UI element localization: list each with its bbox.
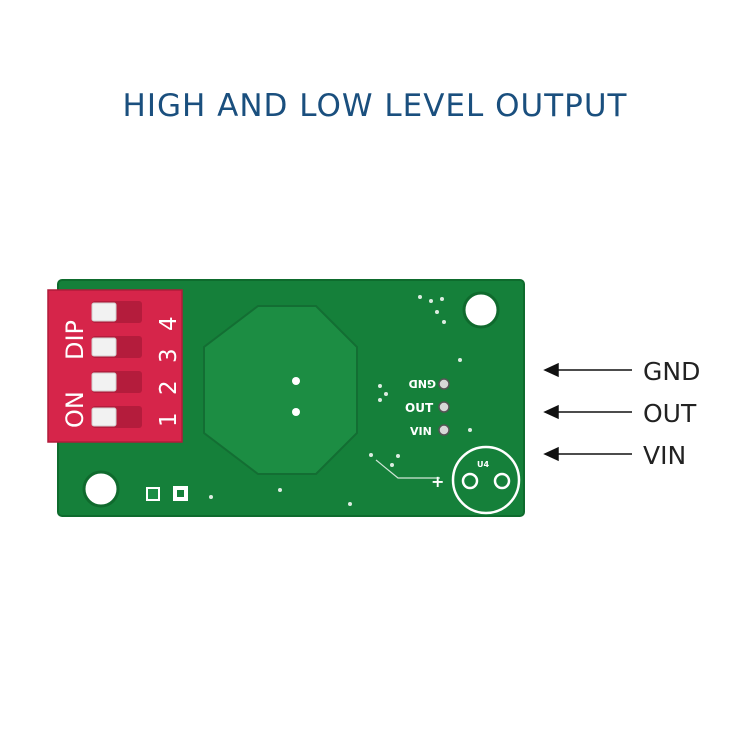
dip-switch: DIP ON 4 3 2 1: [47, 289, 183, 443]
pin-arrows: [543, 362, 632, 462]
u4-pad-left: [461, 472, 479, 490]
u4-outline: [451, 445, 521, 515]
u4-pad-right: [493, 472, 511, 490]
pin-out-pad: [438, 401, 450, 413]
silk-plus: +: [431, 472, 444, 491]
smd-pad-inner: [177, 490, 184, 497]
smd-pad: [146, 487, 160, 501]
mounting-hole-bottom-left: [82, 470, 120, 508]
dip-number-2: 2: [156, 380, 182, 395]
silk-gnd: GND: [409, 377, 436, 390]
dip-number-4: 4: [156, 316, 182, 331]
silk-vin: VIN: [410, 425, 432, 438]
silk-trace: [375, 459, 440, 479]
pin-label-vin: VIN: [643, 441, 687, 470]
via-hole: [292, 408, 300, 416]
silk-u4: U4: [477, 460, 489, 469]
page-title: HIGH AND LOW LEVEL OUTPUT: [122, 88, 628, 124]
dip-label-dip: DIP: [61, 320, 89, 360]
via-hole: [292, 377, 300, 385]
dip-label-on: ON: [61, 391, 89, 428]
header-pins: [438, 378, 450, 436]
dip-number-3: 3: [156, 348, 182, 363]
scattered-vias: [209, 295, 472, 506]
dip-toggles: [91, 302, 117, 427]
pin-gnd-pad: [438, 378, 450, 390]
pin-vin-pad: [438, 424, 450, 436]
sensor-octagon-pad: [203, 305, 358, 475]
pin-label-gnd: GND: [643, 357, 701, 386]
silk-out: OUT: [405, 401, 434, 415]
dip-number-1: 1: [156, 412, 182, 427]
pin-label-out: OUT: [643, 399, 697, 428]
mounting-hole-top-right: [462, 291, 500, 329]
